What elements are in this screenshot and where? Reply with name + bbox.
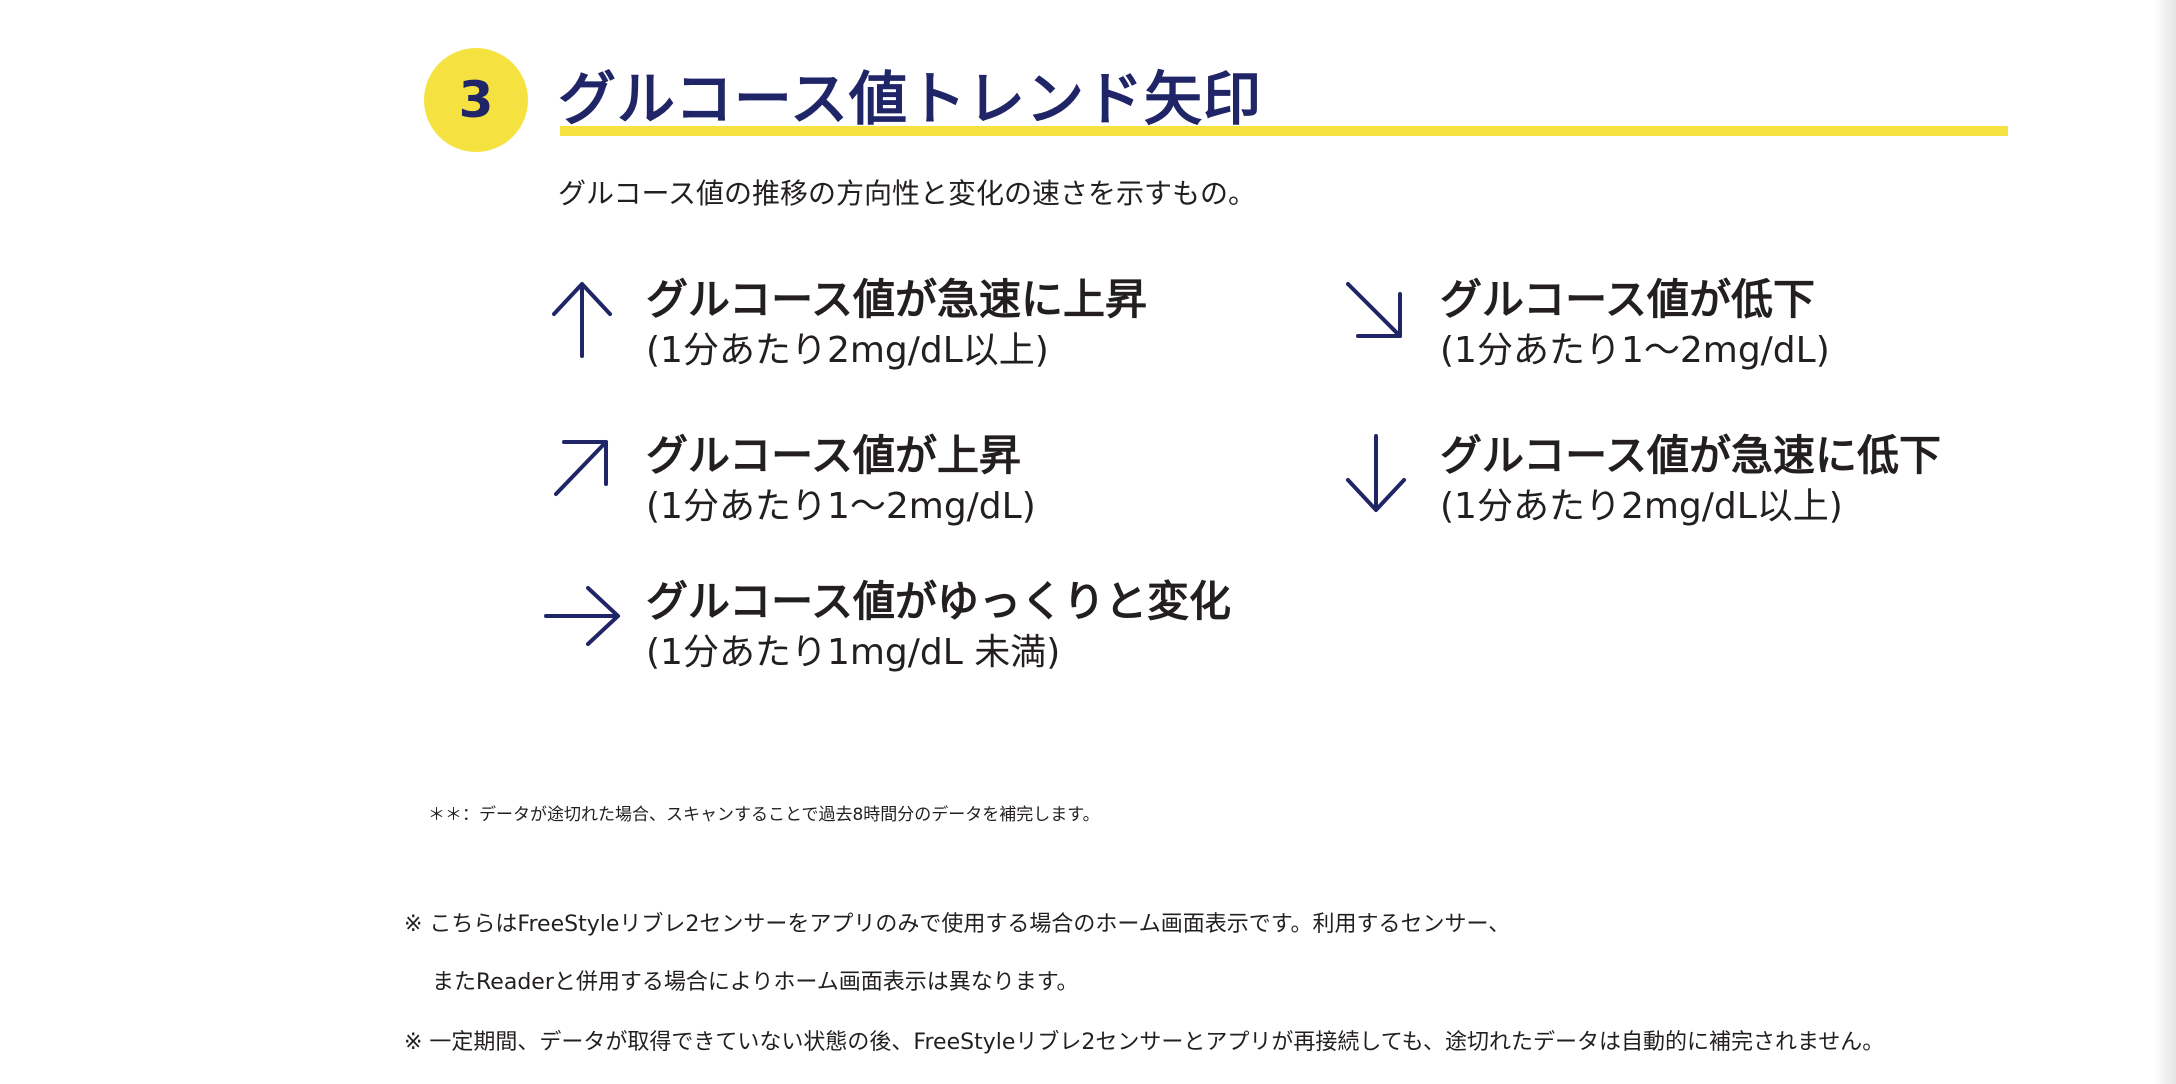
footnote-line: ※ こちらはFreeStyleリブレ2センサーをアプリのみで使用する場合のホーム… xyxy=(404,912,1511,937)
arrow-right-icon xyxy=(544,574,624,664)
trend-arrow-title: グルコース値が急速に低下 xyxy=(1440,431,1942,480)
arrow-up-icon xyxy=(544,272,624,362)
trend-arrow-title: グルコース値が急速に上昇 xyxy=(646,275,1148,324)
trend-arrow-rate: (1分あたり1mg/dL 未満) xyxy=(646,632,1061,673)
section-header: 3 グルコース値トレンド矢印 xyxy=(424,48,2008,152)
trend-arrow-text: グルコース値が急速に低下 (1分あたり2mg/dL以上) xyxy=(1440,428,1941,530)
arrow-down-right-icon xyxy=(1338,272,1418,362)
title-underline xyxy=(560,126,2008,136)
trend-arrow-text: グルコース値がゆっくりと変化 (1分あたり1mg/dL 未満) xyxy=(646,574,1231,676)
trend-arrow-rate: (1分あたり1〜2mg/dL) xyxy=(1440,330,1830,371)
footnote-line: ※ 一定期間、データが取得できていない状態の後、FreeStyleリブレ2センサ… xyxy=(404,1030,1885,1055)
trend-arrow-rate: (1分あたり2mg/dL以上) xyxy=(646,330,1049,371)
arrow-up-right-icon xyxy=(544,428,624,518)
trend-arrow-text: グルコース値が低下 (1分あたり1〜2mg/dL) xyxy=(1440,272,1830,374)
trend-arrow-rate: (1分あたり2mg/dL以上) xyxy=(1440,486,1843,527)
trend-arrow-text: グルコース値が上昇 (1分あたり1〜2mg/dL) xyxy=(646,428,1036,530)
footnote-line: またReaderと併用する場合によりホーム画面表示は異なります。 xyxy=(432,970,1079,995)
trend-arrow-title: グルコース値が上昇 xyxy=(646,431,1022,480)
trend-arrow-rate: (1分あたり1〜2mg/dL) xyxy=(646,486,1036,527)
section-description: グルコース値の推移の方向性と変化の速さを示すもの。 xyxy=(558,177,1257,210)
section-title: グルコース値トレンド矢印 xyxy=(558,65,1262,133)
asterisk-note: ＊＊：データが途切れた場合、スキャンすることで過去8時間分のデータを補完します。 xyxy=(428,805,1100,825)
step-number-badge: 3 xyxy=(424,48,528,152)
arrow-down-icon xyxy=(1338,428,1418,518)
trend-arrow-text: グルコース値が急速に上昇 (1分あたり2mg/dL以上) xyxy=(646,272,1147,374)
page-edge-shadow xyxy=(2154,0,2176,1084)
trend-arrow-title: グルコース値がゆっくりと変化 xyxy=(646,577,1232,626)
trend-arrow-title: グルコース値が低下 xyxy=(1440,275,1816,324)
